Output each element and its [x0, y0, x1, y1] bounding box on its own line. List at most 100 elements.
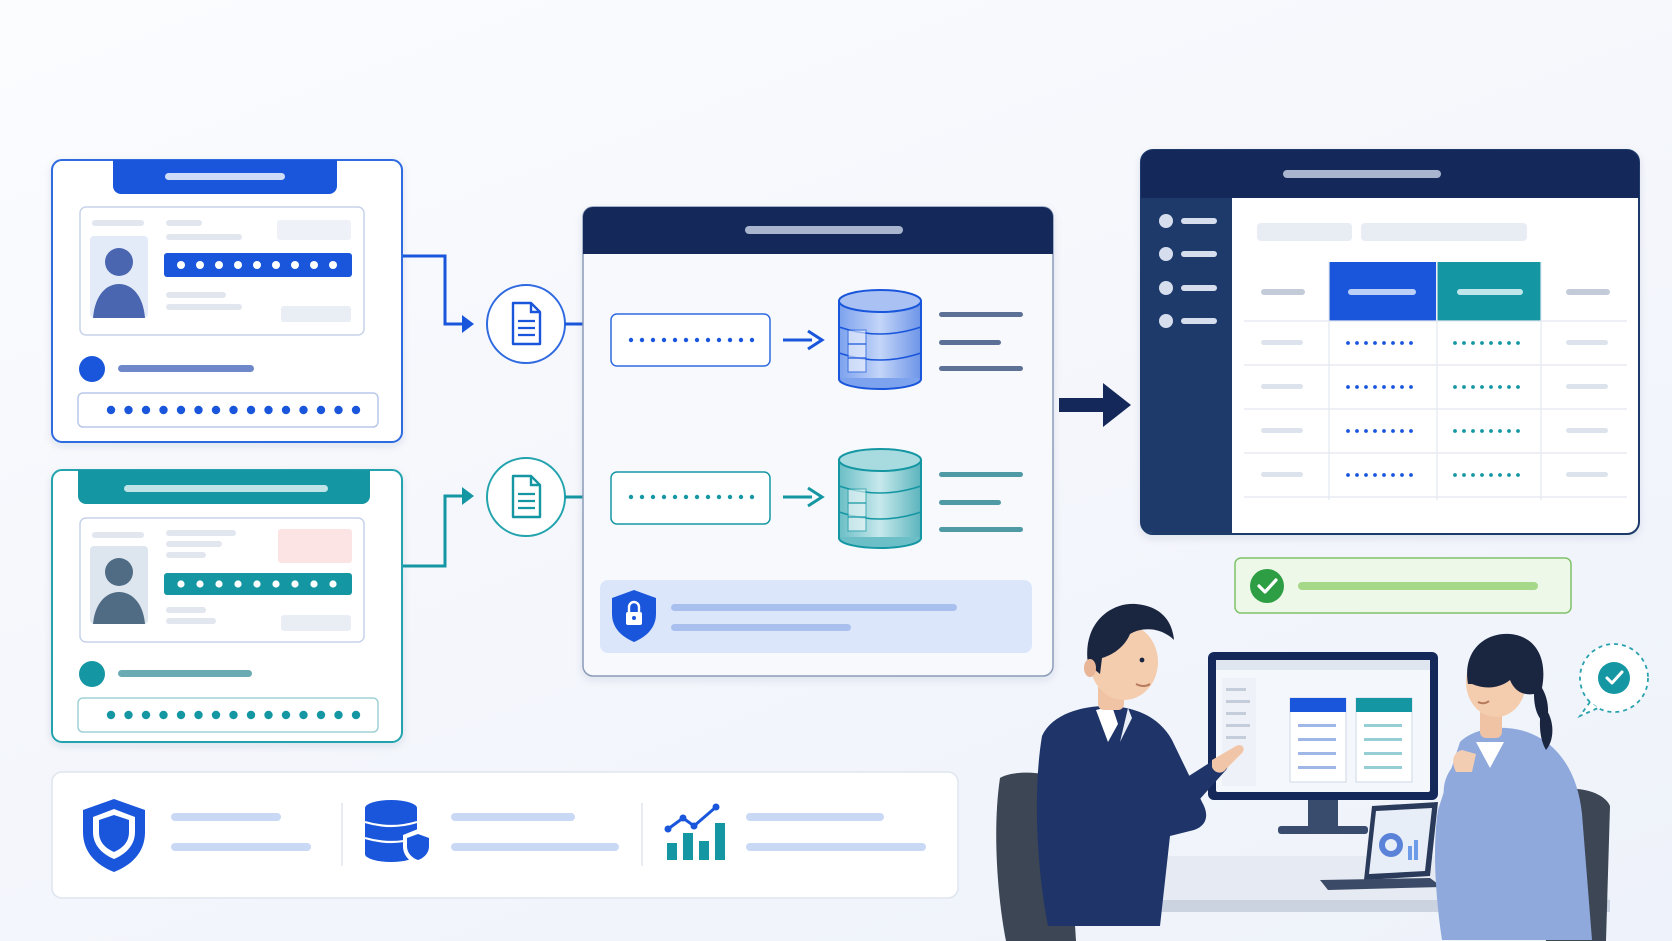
mask-dot	[196, 261, 204, 269]
mask-dot	[141, 710, 151, 720]
mask-dot	[253, 261, 261, 269]
mask-dot	[272, 261, 280, 269]
growth-chart-icon	[664, 803, 725, 860]
mask-dot	[705, 494, 711, 500]
table-cell-dot	[1373, 473, 1377, 477]
mask-dot	[194, 405, 203, 415]
mask-dot	[176, 405, 186, 415]
table-cell-dot	[1409, 429, 1413, 433]
mask-dot	[316, 405, 326, 415]
document-icon	[486, 457, 566, 537]
mask-dot	[211, 405, 221, 415]
table-cell-dot	[1489, 341, 1493, 345]
mask-dot	[281, 710, 291, 720]
mask-dot	[738, 494, 744, 500]
mask-dot	[246, 710, 256, 720]
id-card-blue	[51, 159, 403, 443]
mask-dot	[106, 710, 116, 720]
table-cell-dot	[1364, 473, 1368, 477]
mask-dot	[246, 405, 256, 415]
table-cell-placeholder	[1566, 428, 1608, 433]
table-cell-dot	[1498, 385, 1502, 389]
mask-dot	[334, 405, 343, 415]
table-cell-dot	[1373, 429, 1377, 433]
mask-dot	[727, 494, 733, 500]
mask-dot	[229, 405, 238, 415]
sidebar	[1141, 198, 1232, 533]
table-cell-dot	[1400, 385, 1404, 389]
mask-dot	[639, 494, 645, 500]
table-cell-placeholder	[1566, 384, 1608, 389]
table-cell-dot	[1471, 385, 1475, 389]
table-cell-dot	[1391, 473, 1395, 477]
mask-dot	[141, 405, 151, 415]
mask-dot	[176, 710, 186, 720]
mask-dot	[299, 710, 308, 720]
id-card-teal	[51, 469, 403, 743]
woman-figure	[1435, 633, 1592, 940]
mask-dot	[106, 405, 116, 415]
flow-arrow	[1059, 383, 1131, 427]
table-cell-dot	[1400, 429, 1404, 433]
connector-blue	[403, 254, 465, 326]
mask-dot	[351, 405, 361, 415]
mask-dot	[194, 710, 203, 720]
database-icon	[838, 289, 922, 390]
table-cell-dot	[1480, 429, 1484, 433]
mask-dot	[310, 580, 318, 588]
mask-dot	[159, 710, 168, 720]
checkmark-icon	[1598, 662, 1630, 694]
mask-dot	[650, 337, 656, 343]
mask-dot	[694, 494, 700, 500]
table-cell-dot	[1507, 341, 1511, 345]
mask-dot	[291, 580, 299, 588]
person-silhouette-icon	[93, 558, 145, 624]
mask-dot	[672, 337, 678, 343]
mask-dot	[738, 337, 744, 343]
mask-dot	[628, 494, 634, 500]
mask-dot	[749, 337, 755, 343]
mask-dot	[749, 494, 755, 500]
mask-dot	[727, 337, 733, 343]
table-cell-placeholder	[1261, 340, 1303, 345]
mask-dot	[694, 337, 700, 343]
mask-dot	[264, 405, 273, 415]
table-cell-dot	[1373, 385, 1377, 389]
mask-dot	[329, 580, 337, 588]
table-cell-dot	[1346, 473, 1350, 477]
table-cell-dot	[1409, 341, 1413, 345]
table-cell-dot	[1489, 429, 1493, 433]
table-cell-dot	[1516, 385, 1520, 389]
feature-strip	[51, 771, 959, 899]
table-cell-dot	[1498, 341, 1502, 345]
table-cell-dot	[1498, 473, 1502, 477]
monitor	[1208, 652, 1438, 834]
results-dashboard-window	[1140, 149, 1640, 535]
mask-dot	[229, 710, 238, 720]
mask-dot	[234, 261, 242, 269]
table-cell-dot	[1373, 341, 1377, 345]
table-cell-dot	[1480, 385, 1484, 389]
table-cell-dot	[1355, 385, 1359, 389]
table-cell-placeholder	[1261, 472, 1303, 477]
processing-window	[582, 206, 1054, 677]
table-cell-dot	[1507, 385, 1511, 389]
mask-dot	[124, 710, 133, 720]
mask-dot	[253, 580, 261, 588]
table-cell-dot	[1480, 341, 1484, 345]
table-cell-dot	[1489, 385, 1493, 389]
mask-dot	[650, 494, 656, 500]
masked-input-teal	[610, 471, 771, 525]
mask-dot	[683, 337, 689, 343]
table-cell-dot	[1382, 473, 1386, 477]
table-cell-dot	[1364, 429, 1368, 433]
mask-dot	[264, 710, 273, 720]
table-cell-dot	[1462, 429, 1466, 433]
table-cell-dot	[1382, 341, 1386, 345]
mask-dot	[310, 261, 318, 269]
table-cell-dot	[1453, 473, 1457, 477]
mask-dot	[272, 580, 280, 588]
masked-number-field	[77, 697, 379, 733]
table-cell-dot	[1409, 385, 1413, 389]
